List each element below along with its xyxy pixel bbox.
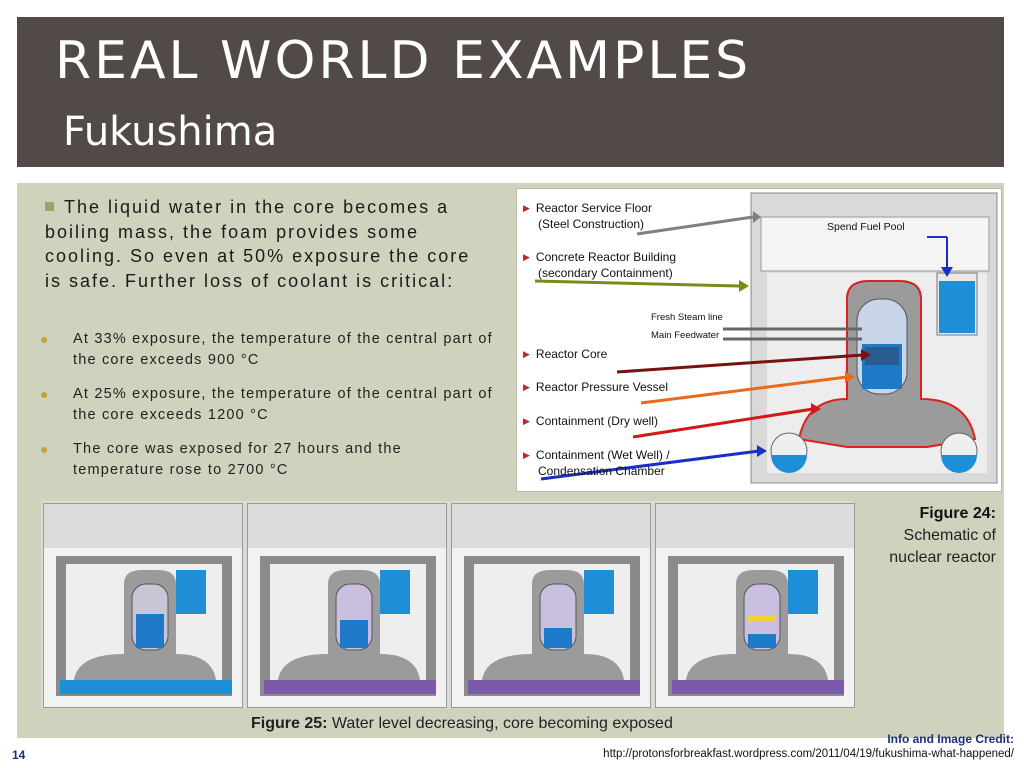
- reactor-panel-1: [43, 503, 243, 708]
- label-fresh-steam-line: Fresh Steam line: [651, 312, 723, 323]
- label-reactor-core: ▶Reactor Core: [523, 347, 608, 361]
- sub-bullet-text: The core was exposed for 27 hours and th…: [73, 441, 402, 478]
- label-main-feedwater: Main Feedwater: [651, 330, 720, 341]
- title-banner: REAL WORLD EXAMPLES Fukushima: [17, 17, 1004, 167]
- label-reactor-building: ▶Concrete Reactor Building(secondary Con…: [523, 250, 676, 280]
- reactor-panel-drawing: [656, 504, 854, 696]
- reactor-schematic: ▶Reactor Service Floor(Steel Constructio…: [516, 188, 1002, 492]
- slide-subtitle: Fukushima: [63, 109, 278, 155]
- label-wet-well: ▶Containment (Wet Well) /Condensation Ch…: [523, 448, 670, 478]
- label-dry-well: ▶Containment (Dry well): [523, 414, 658, 428]
- sub-bullet-text: At 25% exposure, the temperature of the …: [73, 386, 493, 423]
- main-bullet-text: The liquid water in the core becomes a b…: [45, 197, 471, 291]
- slide-title: REAL WORLD EXAMPLES: [55, 31, 752, 91]
- bullet-dot-icon: ●: [40, 441, 50, 457]
- image-credit-url[interactable]: http://protonsforbreakfast.wordpress.com…: [603, 748, 1014, 760]
- reactor-panel-drawing: [44, 504, 242, 696]
- red-triangle-icon: ▶: [523, 382, 530, 392]
- reactor-panel-drawing: [452, 504, 650, 696]
- figure-25-caption: Figure 25: Water level decreasing, core …: [251, 715, 673, 732]
- label-spend-fuel-pool: Spend Fuel Pool: [827, 221, 905, 233]
- reactor-panel-3: [451, 503, 651, 708]
- bullet-dot-icon: ●: [40, 386, 50, 402]
- main-bullet: The liquid water in the core becomes a b…: [45, 195, 485, 293]
- red-triangle-icon: ▶: [523, 252, 530, 262]
- sub-bullet-text: At 33% exposure, the temperature of the …: [73, 331, 493, 368]
- red-triangle-icon: ▶: [523, 450, 530, 460]
- reactor-panel-drawing: [248, 504, 446, 696]
- page-number: 14: [12, 748, 26, 762]
- figure-24-caption: Figure 24: Schematic of nuclear reactor: [889, 505, 996, 566]
- label-pressure-vessel: ▶Reactor Pressure Vessel: [523, 380, 668, 394]
- red-triangle-icon: ▶: [523, 203, 530, 213]
- sub-bullet-3: ● The core was exposed for 27 hours and …: [40, 439, 493, 481]
- sub-bullet-2: ● At 25% exposure, the temperature of th…: [40, 384, 493, 426]
- red-triangle-icon: ▶: [523, 349, 530, 359]
- reactor-drawing: [534, 192, 998, 484]
- label-service-floor: ▶Reactor Service Floor(Steel Constructio…: [523, 201, 652, 231]
- bullet-dot-icon: ●: [40, 331, 50, 347]
- content-area: The liquid water in the core becomes a b…: [17, 183, 1004, 738]
- image-credit-title: Info and Image Credit:: [887, 732, 1014, 746]
- square-bullet-icon: [45, 202, 54, 211]
- reactor-panel-2: [247, 503, 447, 708]
- red-triangle-icon: ▶: [523, 416, 530, 426]
- figure-25-strip: [41, 501, 855, 708]
- sub-bullet-1: ● At 33% exposure, the temperature of th…: [40, 329, 493, 371]
- reactor-panel-4: [655, 503, 855, 708]
